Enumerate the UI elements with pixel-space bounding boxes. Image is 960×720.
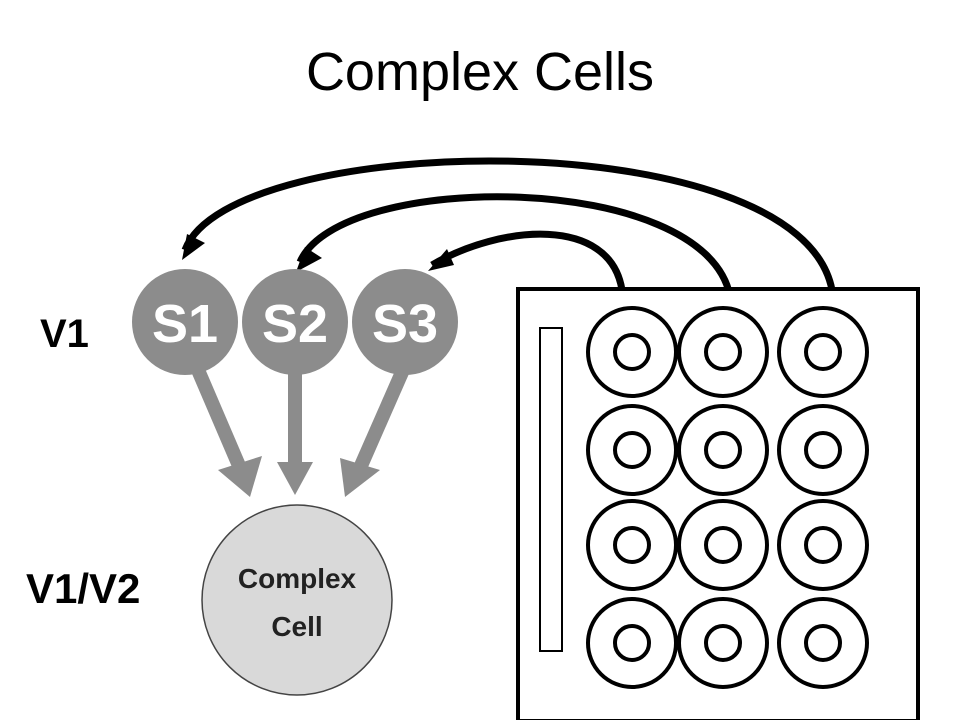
feedforward-arrowhead-s3 — [340, 458, 380, 497]
receptive-field-ring — [777, 597, 869, 689]
receptive-field-ring — [677, 597, 769, 689]
receptive-field-ring — [586, 499, 678, 591]
receptive-field-grid — [586, 306, 869, 689]
complex-cell: Complex Cell — [201, 504, 393, 696]
receptive-field-ring — [677, 499, 769, 591]
feedback-arrows — [181, 157, 836, 297]
feedforward-arrowhead-s2 — [277, 462, 313, 495]
receptive-field-ring — [586, 597, 678, 689]
simple-cell-s3: S3 — [352, 269, 458, 375]
simple-cell-s1: S1 — [132, 269, 238, 375]
feedback-arrow-s3 — [430, 230, 626, 291]
receptive-field-ring — [677, 306, 769, 398]
receptive-field-ring — [586, 404, 678, 496]
complex-cell-label-line2: Cell — [271, 611, 322, 642]
receptive-field-ring — [777, 499, 869, 591]
simple-cell-label-s1: S1 — [152, 294, 218, 354]
feedforward-arrowhead-s1 — [218, 456, 262, 497]
feedback-arrow-s2 — [296, 193, 734, 297]
receptive-field-ring — [586, 306, 678, 398]
complex-cell-label-line1: Complex — [238, 563, 357, 594]
receptive-field-box — [516, 287, 920, 720]
v1-label: V1 — [40, 312, 89, 356]
oriented-bar-stimulus — [539, 327, 563, 652]
feedback-arrowhead-s1 — [182, 234, 205, 260]
receptive-field-ring — [677, 404, 769, 496]
simple-cell-label-s2: S2 — [262, 294, 328, 354]
feedback-arrowhead-s2 — [296, 247, 322, 272]
receptive-field-ring — [777, 306, 869, 398]
feedback-arrow-s1 — [181, 157, 836, 291]
receptive-field-ring — [777, 404, 869, 496]
v1v2-label: V1/V2 — [26, 565, 140, 612]
feedforward-arrows — [191, 367, 410, 497]
page-title: Complex Cells — [306, 42, 654, 102]
feedback-arrowhead-s3 — [428, 249, 454, 271]
simple-cell-s2: S2 — [242, 269, 348, 375]
simple-cell-label-s3: S3 — [372, 294, 438, 354]
